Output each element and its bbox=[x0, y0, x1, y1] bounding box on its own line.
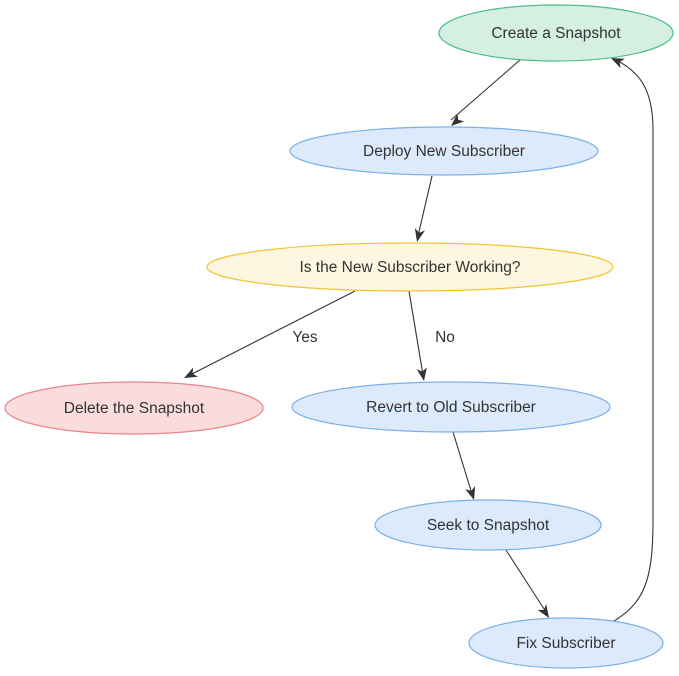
arrowhead-icon bbox=[451, 113, 465, 126]
node-deploy-new-subscriber[interactable]: Deploy New Subscriber bbox=[289, 126, 599, 176]
node-revert-old-subscriber[interactable]: Revert to Old Subscriber bbox=[291, 381, 611, 433]
edge-is-working-to-revert-old-subscriber bbox=[408, 290, 427, 381]
node-shape[interactable] bbox=[4, 381, 264, 435]
node-label: Create a Snapshot bbox=[491, 25, 621, 42]
arrowhead-icon bbox=[611, 58, 625, 69]
node-shape[interactable] bbox=[438, 4, 674, 62]
edge-label-no: No bbox=[435, 329, 455, 346]
edge-line bbox=[189, 290, 356, 376]
edge-deploy-new-subscriber-to-is-working bbox=[414, 175, 433, 242]
edge-seek-to-snapshot-to-fix-subscriber bbox=[505, 549, 549, 618]
node-is-working[interactable]: Is the New Subscriber Working? bbox=[206, 242, 614, 292]
edge-revert-old-subscriber-to-seek-to-snapshot bbox=[452, 431, 476, 500]
node-seek-to-snapshot[interactable]: Seek to Snapshot bbox=[374, 499, 602, 551]
edge-label-yes: Yes bbox=[292, 329, 318, 346]
edge-line bbox=[505, 549, 547, 613]
arrowhead-icon bbox=[537, 604, 549, 618]
node-label: Fix Subscriber bbox=[516, 635, 615, 652]
node-shape[interactable] bbox=[291, 381, 611, 433]
node-create-snapshot[interactable]: Create a Snapshot bbox=[438, 4, 674, 62]
arrowhead-icon bbox=[465, 486, 476, 500]
edge-line bbox=[408, 290, 424, 376]
edge-line bbox=[452, 431, 473, 495]
arrowhead-icon bbox=[416, 367, 427, 381]
arrowhead-icon bbox=[184, 367, 198, 378]
node-delete-snapshot[interactable]: Delete the Snapshot bbox=[4, 381, 264, 435]
edge-create-snapshot-to-deploy-new-subscriber bbox=[450, 59, 521, 126]
edge-line bbox=[608, 59, 654, 625]
node-label: Delete the Snapshot bbox=[64, 400, 205, 417]
edge-is-working-to-delete-snapshot bbox=[184, 290, 356, 378]
node-label: Seek to Snapshot bbox=[427, 517, 550, 534]
node-shape[interactable] bbox=[468, 617, 664, 669]
edge-labels-layer: Yes No bbox=[292, 329, 455, 346]
node-label: Is the New Subscriber Working? bbox=[299, 259, 520, 276]
node-shape[interactable] bbox=[289, 126, 599, 176]
node-shape[interactable] bbox=[206, 242, 614, 292]
edge-line bbox=[450, 59, 521, 121]
node-label: Revert to Old Subscriber bbox=[366, 399, 536, 416]
edge-line bbox=[417, 175, 433, 237]
node-label: Deploy New Subscriber bbox=[363, 143, 525, 160]
node-shape[interactable] bbox=[374, 499, 602, 551]
edge-fix-subscriber-to-create-snapshot bbox=[608, 58, 654, 625]
arrowhead-icon bbox=[414, 228, 425, 242]
node-fix-subscriber[interactable]: Fix Subscriber bbox=[468, 617, 664, 669]
edges-layer bbox=[184, 58, 654, 625]
